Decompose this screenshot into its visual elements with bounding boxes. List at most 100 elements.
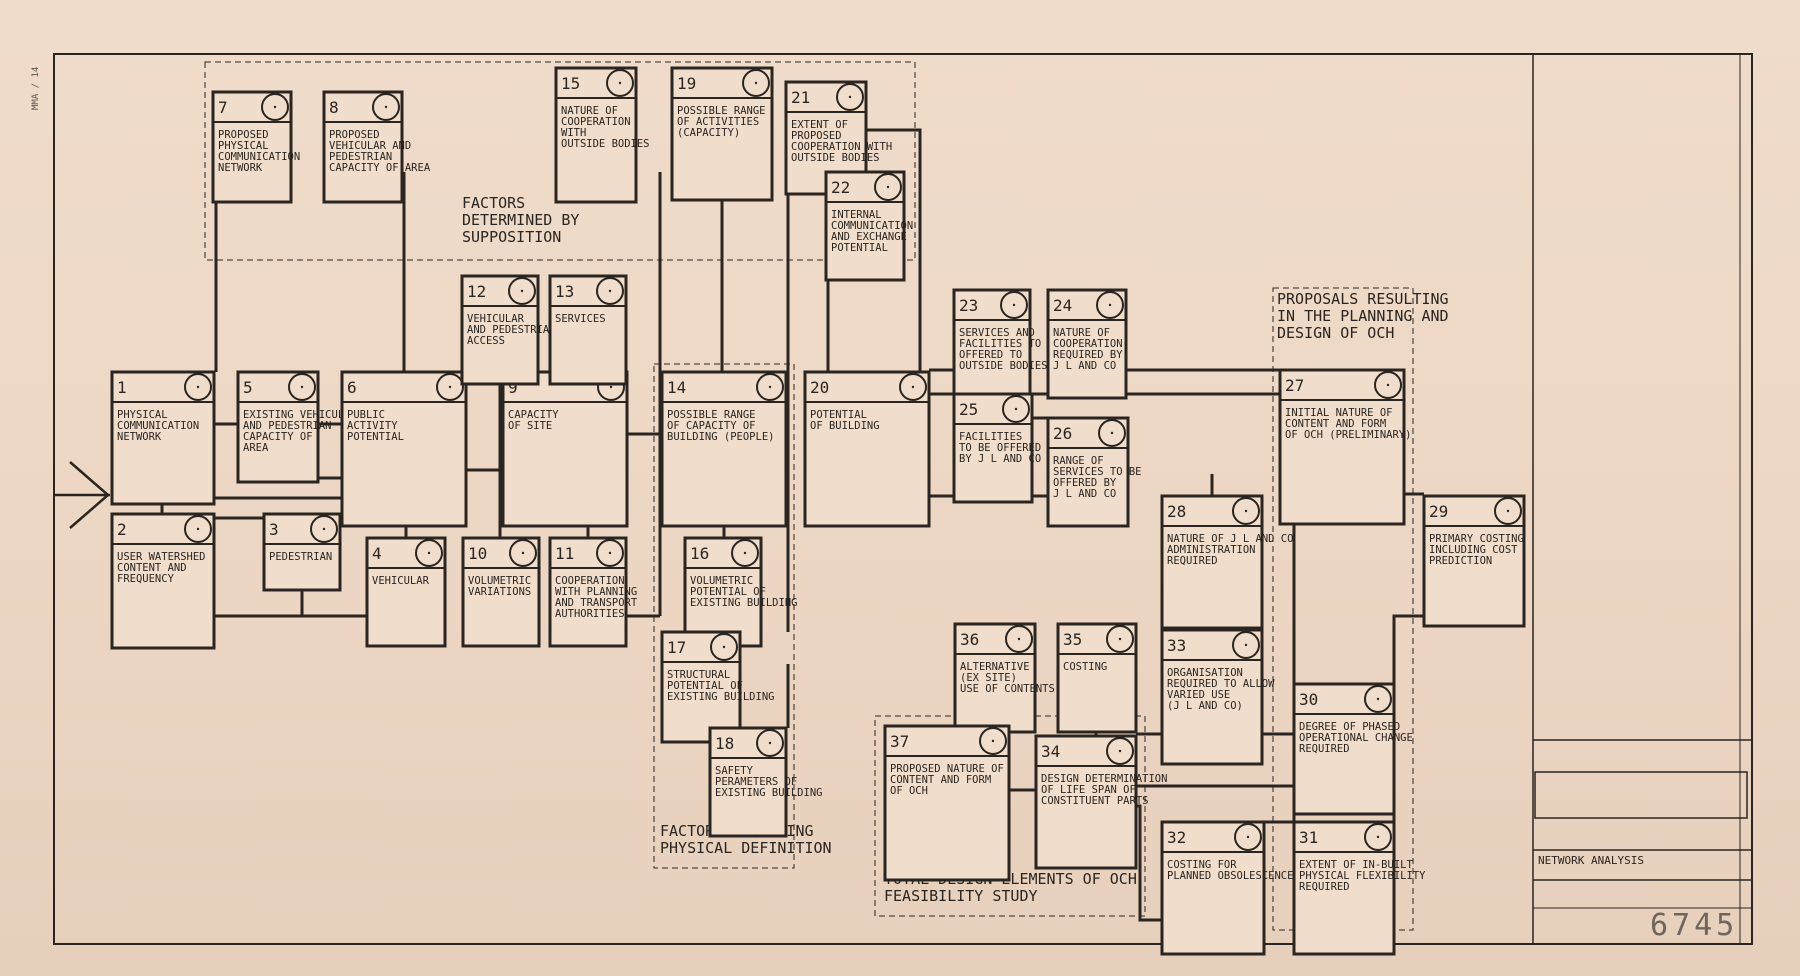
node-center-dot-icon — [608, 289, 612, 293]
margin-note: MMA / 14 — [31, 67, 41, 110]
node-center-dot-icon — [300, 385, 304, 389]
node-center-dot-icon — [1108, 303, 1112, 307]
node-number: 24 — [1053, 296, 1072, 315]
node-center-dot-icon — [768, 385, 772, 389]
node-number: 8 — [329, 98, 339, 117]
node-number: 14 — [667, 378, 686, 397]
connector-line — [1136, 804, 1162, 922]
node-number: 4 — [372, 544, 382, 563]
node-number: 25 — [959, 400, 978, 419]
node-number: 35 — [1063, 630, 1082, 649]
node-center-dot-icon — [754, 81, 758, 85]
connector-line — [866, 128, 922, 372]
node-center-dot-icon — [1012, 303, 1016, 307]
node-number: 28 — [1167, 502, 1186, 521]
node-center-dot-icon — [322, 527, 326, 531]
node-center-dot-icon — [427, 551, 431, 555]
node-center-dot-icon — [1014, 407, 1018, 411]
node-center-dot-icon — [1376, 697, 1380, 701]
node-number: 7 — [218, 98, 228, 117]
node-number: 15 — [561, 74, 580, 93]
node-number: 10 — [468, 544, 487, 563]
node-center-dot-icon — [911, 385, 915, 389]
node-center-dot-icon — [521, 551, 525, 555]
node-number: 32 — [1167, 828, 1186, 847]
node-number: 22 — [831, 178, 850, 197]
node-number: 23 — [959, 296, 978, 315]
node-center-dot-icon — [886, 185, 890, 189]
sheet-number: 6745 — [1650, 908, 1738, 943]
node-label: COSTING — [1063, 661, 1107, 673]
node-number: 18 — [715, 734, 734, 753]
node-label: VEHICULAR — [372, 575, 430, 587]
node-number: 34 — [1041, 742, 1060, 761]
node-center-dot-icon — [1244, 643, 1248, 647]
node-number: 1 — [117, 378, 127, 397]
node-center-dot-icon — [743, 551, 747, 555]
node-box — [548, 274, 628, 386]
node-number: 6 — [347, 378, 357, 397]
node-label: ALTERNATIVE(EX SITE)USE OF CONTENTS — [960, 661, 1055, 695]
node-box — [1160, 628, 1264, 766]
node-label: SERVICES — [555, 313, 606, 325]
node-center-dot-icon — [384, 105, 388, 109]
title-block-label: NETWORK ANALYSIS — [1538, 854, 1644, 867]
node-center-dot-icon — [520, 289, 524, 293]
node-number: 30 — [1299, 690, 1318, 709]
node-center-dot-icon — [1506, 509, 1510, 513]
node-number: 16 — [690, 544, 709, 563]
node-number: 26 — [1053, 424, 1072, 443]
node-center-dot-icon — [1017, 637, 1021, 641]
node-number: 36 — [960, 630, 979, 649]
node-center-dot-icon — [1376, 835, 1380, 839]
node-number: 13 — [555, 282, 574, 301]
node-number: 29 — [1429, 502, 1448, 521]
node-center-dot-icon — [1110, 431, 1114, 435]
node-center-dot-icon — [1386, 383, 1390, 387]
node-number: 9 — [508, 378, 518, 397]
